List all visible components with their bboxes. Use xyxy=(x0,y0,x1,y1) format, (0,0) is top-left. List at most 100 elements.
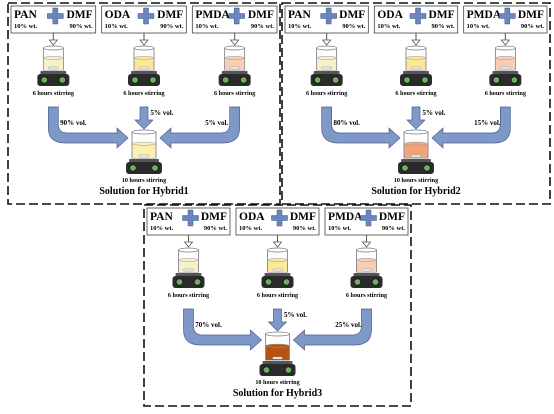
stir-time-label: 6 hours stirring xyxy=(168,292,210,299)
stirrer-top xyxy=(264,273,291,276)
flow-arrows: 90% vol. 5% vol. 5% vol. xyxy=(47,106,241,149)
beaker-liquid-surface xyxy=(406,56,426,60)
stirrer-knob xyxy=(353,278,362,286)
plus-icon xyxy=(137,7,155,25)
solvent-label: DMF xyxy=(201,211,227,223)
beaker-liquid-surface xyxy=(178,258,199,262)
stirrer-top xyxy=(262,361,293,364)
stir-bar xyxy=(361,268,372,272)
solvent-wt-label: 90% wt. xyxy=(293,225,316,232)
connector-arrowhead xyxy=(183,241,194,248)
plus-icon xyxy=(320,7,337,25)
stirrer-knob xyxy=(371,278,380,286)
stir-bar xyxy=(500,66,511,70)
connector-arrowhead xyxy=(500,39,511,46)
stirrer-top xyxy=(131,71,157,74)
flow-arrow xyxy=(431,106,511,149)
stirrer-top xyxy=(175,273,202,276)
beaker-liquid xyxy=(404,143,428,158)
beaker-liquid xyxy=(132,143,156,158)
stir-bar xyxy=(138,66,150,70)
solute-wt-label: 10% wt. xyxy=(328,225,351,232)
stirrer-top xyxy=(129,159,159,162)
stirrer-knob xyxy=(401,164,409,172)
solution-title: Solution for Hybrid2 xyxy=(371,186,460,197)
center-volume-label: 5% vol. xyxy=(284,311,307,319)
stirrer-knob xyxy=(492,76,501,84)
stirrer-knob xyxy=(313,76,322,84)
solvent-label: DMF xyxy=(518,9,544,21)
stirrer-top xyxy=(40,71,67,74)
solute-label: PMDA xyxy=(328,211,363,223)
stir-bar xyxy=(321,66,332,70)
right-volume-label: 5% vol. xyxy=(205,119,228,127)
result-stir-label: 10 hours stirring xyxy=(255,379,300,386)
beaker-liquid-surface xyxy=(43,56,64,60)
center-volume-label: 5% vol. xyxy=(151,109,174,117)
solute-label: PAN xyxy=(14,9,37,21)
flow-arrow xyxy=(292,308,372,351)
stirrer-knob xyxy=(193,278,202,286)
beaker-liquid-surface xyxy=(495,56,516,60)
panel-frame xyxy=(143,204,412,407)
stirrer-knob xyxy=(129,164,137,172)
beaker-rim xyxy=(42,45,64,51)
beaker-liquid-surface xyxy=(265,343,290,348)
solute-label: PAN xyxy=(150,211,173,223)
beaker-liquid-surface xyxy=(356,258,377,262)
stirrer-knob xyxy=(264,278,273,286)
stirrer-knob xyxy=(423,164,431,172)
stirrer-knob xyxy=(239,76,248,84)
beaker-rim xyxy=(131,129,157,135)
flow-arrow-down xyxy=(134,106,154,130)
stir-time-label: 6 hours stirring xyxy=(257,292,299,299)
solvent-label: DMF xyxy=(290,211,316,223)
stir-time-label: 6 hours stirring xyxy=(346,292,388,299)
beaker-liquid-surface xyxy=(267,258,288,262)
solvent-wt-label: 90% wt. xyxy=(382,225,405,232)
stirrer-knob xyxy=(331,76,340,84)
solute-label: PMDA xyxy=(467,9,502,21)
solvent-label: DMF xyxy=(428,9,454,21)
flow-arrows: 80% vol.15% vol.5% vol. xyxy=(321,106,511,149)
plus-icon xyxy=(47,7,64,25)
beaker-rim xyxy=(133,45,155,51)
connector-arrowhead xyxy=(411,39,421,46)
stirrer-top xyxy=(401,159,431,162)
beaker-liquid-surface xyxy=(224,56,245,60)
center-volume-label: 5% vol. xyxy=(423,109,446,117)
stirrer-knob xyxy=(221,76,230,84)
solvent-label: DMF xyxy=(339,9,365,21)
solute-wt-label: 10% wt. xyxy=(150,225,173,232)
solute-wt-label: 10% wt. xyxy=(105,23,128,30)
left-volume-label: 90% vol. xyxy=(60,119,87,127)
beaker-liquid-surface xyxy=(132,141,156,146)
stirrer-top xyxy=(313,71,340,74)
connector-arrowhead xyxy=(321,39,332,46)
beaker-rim xyxy=(178,247,199,253)
result-stir-label: 10 hours stirring xyxy=(394,177,439,184)
flow-arrows: 70% vol.25% vol.5% vol. xyxy=(183,308,372,351)
stir-bar xyxy=(138,154,150,158)
solute-wt-label: 10% wt. xyxy=(467,23,490,30)
stirrer-knob xyxy=(262,366,271,374)
solute-label: ODA xyxy=(377,9,403,21)
stirrer-knob xyxy=(131,76,139,84)
beaker-rim xyxy=(267,247,288,253)
stir-time-label: 6 hours stirring xyxy=(395,90,437,97)
solute-wt-label: 10% wt. xyxy=(288,23,311,30)
stir-time-label: 6 hours stirring xyxy=(485,90,527,97)
plus-icon xyxy=(228,7,245,25)
connector-arrowhead xyxy=(272,241,283,248)
stirrer-top xyxy=(403,71,429,74)
solute-wt-label: 10% wt. xyxy=(377,23,400,30)
stirrer-top xyxy=(492,71,519,74)
stirrer-knob xyxy=(421,76,429,84)
solvent-wt-label: 90% wt. xyxy=(521,23,544,30)
